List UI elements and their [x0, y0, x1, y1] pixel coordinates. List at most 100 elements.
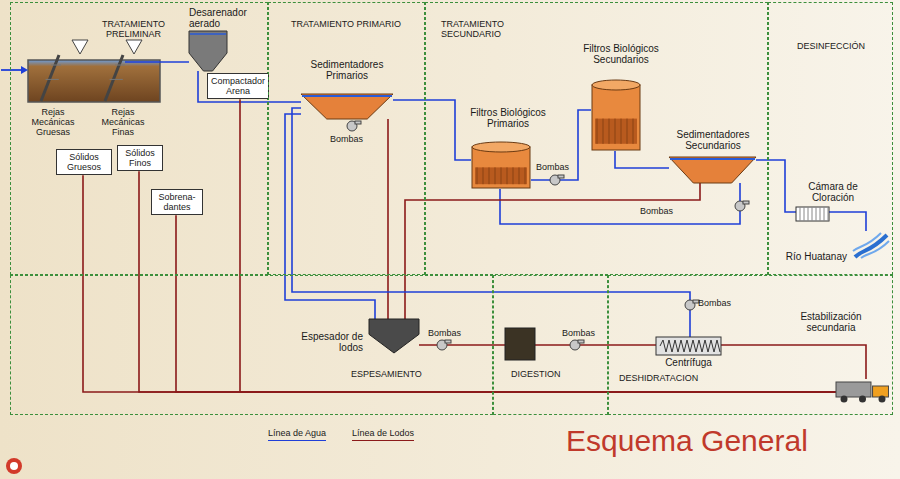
- sludge-line: [405, 183, 700, 319]
- stage-region: DESINFECCIÓN Cámara de CloraciónRío Huata…: [768, 2, 893, 275]
- pump-label: Bombas: [428, 328, 461, 338]
- label-holder: DESHIDRATACION: [619, 373, 729, 383]
- box-label: Compactador Arena: [210, 76, 266, 96]
- label-holder: Estabilización secundaria: [785, 311, 877, 333]
- pump-label: Bombas: [536, 162, 569, 172]
- label-holder: Filtros Biológicos Secundarios: [581, 43, 661, 65]
- water-line: [756, 160, 796, 212]
- residue-box: Sólidos Finos: [117, 145, 163, 171]
- equipment-symbol: [471, 141, 531, 189]
- water-line: [292, 108, 690, 337]
- stage-title: TRATAMIENTO PRELIMINAR: [86, 19, 181, 39]
- equipment-symbol: [591, 79, 641, 151]
- legend-line: [268, 440, 326, 441]
- equipment-symbol: [301, 93, 393, 119]
- legend-text: Línea de Agua: [268, 428, 326, 438]
- residue-box: Compactador Arena: [207, 73, 269, 99]
- label-holder: TRATAMIENTO SECUNDARIO: [441, 19, 551, 39]
- label-holder: Sedimentadores Primarios: [297, 59, 397, 81]
- equipment-label: Sedimentadores Primarios: [297, 59, 397, 81]
- stage-region: DESHIDRATACIONCentrífugaEstabilización s…: [608, 275, 893, 415]
- water-line: [393, 100, 471, 160]
- pump-label: Bombas: [330, 134, 363, 144]
- label-holder: Rejas Mecánicas Gruesas: [27, 107, 79, 137]
- box-label: Sólidos Gruesos: [59, 152, 109, 172]
- box-label: Sólidos Finos: [120, 148, 160, 168]
- water-line: [198, 71, 301, 102]
- label-holder: ESPESAMIENTO: [351, 369, 461, 379]
- stage-title: TRATAMIENTO SECUNDARIO: [441, 19, 551, 39]
- water-line: [285, 114, 375, 319]
- legend-item: Línea de Lodos: [352, 428, 414, 441]
- label-holder: Espesador de lodos: [297, 331, 363, 353]
- pump-label: Bombas: [640, 206, 673, 216]
- river-outfall: Río Huatanay: [853, 231, 889, 259]
- equipment-label: Rejas Mecánicas Gruesas: [27, 107, 79, 137]
- equipment-symbol: [39, 53, 61, 101]
- equipment-symbol: [369, 319, 419, 353]
- label-holder: Cámara de Cloración: [793, 181, 873, 203]
- sludge-line: [139, 171, 836, 392]
- equipment-label: Espesador de lodos: [297, 331, 363, 353]
- screen-unit: Rejas Mecánicas Finas: [103, 53, 125, 101]
- equipment-symbol: [669, 156, 756, 183]
- stage-region: ESPESAMIENTO Espesador de lodos: [10, 275, 493, 415]
- logo: [6, 458, 22, 474]
- chlorination-chamber: Cámara de Cloración: [796, 207, 829, 221]
- label-holder: Sedimentadores Secundarios: [665, 129, 761, 151]
- biofilter-tank: Filtros Biológicos Secundarios: [591, 79, 641, 151]
- equipment-label: Río Huatanay: [777, 251, 847, 262]
- equipment-symbol: [103, 53, 125, 101]
- screen-unit: Rejas Mecánicas Gruesas: [39, 53, 61, 101]
- label-holder: TRATAMIENTO PRIMARIO: [291, 19, 401, 29]
- equipment-label: Desarenador aerado: [189, 7, 255, 29]
- label-holder: Rejas Mecánicas Finas: [97, 107, 149, 137]
- equipment-symbol: [796, 207, 829, 221]
- disposal-truck: Estabilización secundaria: [836, 379, 889, 403]
- funnel: [72, 40, 88, 54]
- equipment-label: Filtros Biológicos Secundarios: [581, 43, 661, 65]
- water-line: [615, 151, 669, 168]
- sludge-line: [176, 215, 836, 392]
- equipment-label: Filtros Biológicos Primarios: [463, 107, 553, 129]
- equipment-label: Cámara de Cloración: [793, 181, 873, 203]
- label-holder: DESINFECCIÓN: [781, 41, 881, 51]
- equipment-symbol: [853, 231, 889, 259]
- inlet-arrow: [21, 66, 28, 74]
- legend-text: Línea de Lodos: [352, 428, 414, 438]
- centrifuge: Centrífuga: [656, 337, 721, 355]
- sludge-line: [83, 175, 836, 392]
- sludge-line: [721, 345, 866, 379]
- stage-region: TRATAMIENTO PRELIMINAR Rejas Mecánicas Gr…: [10, 2, 268, 275]
- legend-item: Línea de Agua: [268, 428, 326, 441]
- stage-title: DESINFECCIÓN: [781, 41, 881, 51]
- label-holder: TRATAMIENTO PRELIMINAR: [86, 19, 181, 39]
- stage-region: TRATAMIENTO SECUNDARIO Filtros Biológicos…: [425, 2, 768, 275]
- biofilter-tank: Filtros Biológicos Primarios: [471, 141, 531, 189]
- label-holder: Río Huatanay: [777, 251, 847, 262]
- sludge-line: [240, 99, 836, 392]
- equipment-label: Estabilización secundaria: [785, 311, 877, 333]
- grit-chamber: Desarenador aerado: [189, 31, 227, 71]
- sludge-thickener: Espesador de lodos: [369, 319, 419, 353]
- stage-title: DESHIDRATACION: [619, 373, 729, 383]
- water-line: [829, 212, 866, 231]
- stage-title: ESPESAMIENTO: [351, 369, 461, 379]
- equipment-symbol: [836, 379, 889, 403]
- label-holder: DIGESTION: [511, 369, 601, 379]
- legend-line: [352, 440, 414, 441]
- settling-tank: Sedimentadores Primarios: [301, 93, 393, 119]
- diagram-title: Esquema General: [566, 424, 808, 458]
- settling-tank: Sedimentadores Secundarios: [669, 156, 756, 183]
- label-holder: Centrífuga: [656, 357, 721, 368]
- water-line: [125, 61, 189, 63]
- stage-title: TRATAMIENTO PRIMARIO: [291, 19, 401, 29]
- equipment-symbol: [656, 337, 721, 355]
- residue-box: Sobrena- dantes: [151, 189, 203, 215]
- residue-box: Sólidos Gruesos: [56, 149, 112, 175]
- equipment-symbol: [189, 31, 227, 71]
- water-line: [500, 183, 740, 224]
